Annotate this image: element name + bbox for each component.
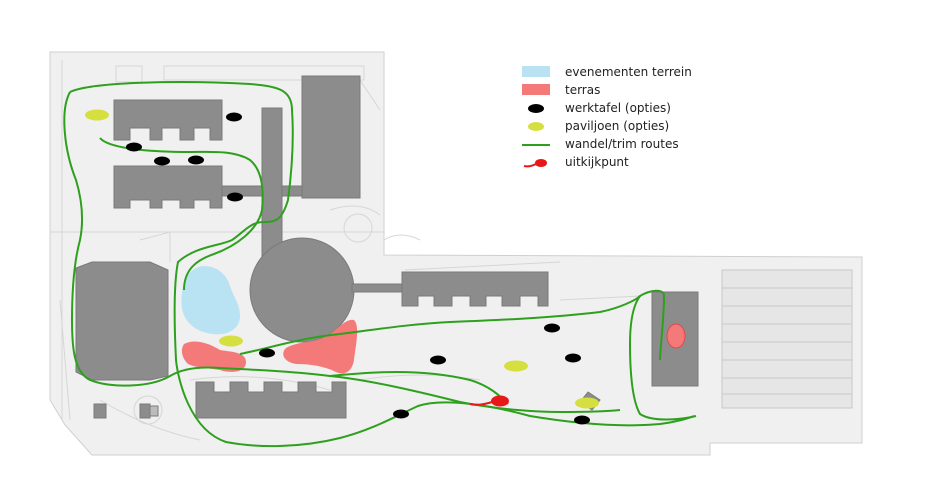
- buildings: [75, 75, 699, 419]
- work-table: [126, 142, 142, 152]
- work-table: [544, 323, 560, 333]
- pavilion: [575, 397, 599, 409]
- route-inner: [99, 137, 264, 291]
- pavilion: [504, 360, 528, 372]
- legend-item-viewpoint: uitkijkpunt: [518, 154, 758, 172]
- legend-item-pavilion: paviljoen (opties): [518, 118, 758, 136]
- legend-swatch-pavilion: [528, 122, 544, 131]
- legend-item-event-area: evenementen terrein: [518, 64, 758, 82]
- building-rotunda: [249, 237, 355, 343]
- legend-label: paviljoen (opties): [565, 119, 670, 133]
- route-south-link: [329, 371, 509, 405]
- building-north-large: [301, 75, 361, 199]
- site-paths: [50, 60, 641, 441]
- building-small-3: [149, 405, 159, 417]
- work-table: [393, 409, 409, 419]
- legend-swatch-viewpoint: [523, 159, 547, 168]
- building-small-1: [93, 403, 107, 419]
- work-table: [226, 112, 242, 122]
- legend-swatch-work-table: [528, 104, 544, 113]
- pavilion: [219, 335, 243, 347]
- route-loop-west-outer: [63, 91, 621, 414]
- legend-label: wandel/trim routes: [565, 137, 679, 151]
- terrace-west: [181, 341, 246, 372]
- work-table: [188, 155, 204, 165]
- legend-label: uitkijkpunt: [565, 155, 629, 169]
- parking-area: [721, 269, 853, 409]
- pavilion: [85, 109, 109, 121]
- legend-label: evenementen terrein: [565, 65, 692, 79]
- route-central-east: [239, 289, 666, 361]
- legend-swatch-route: [522, 144, 550, 146]
- legend-label: werktafel (opties): [565, 101, 671, 115]
- building-small-2: [139, 403, 151, 419]
- legend-swatch-terrace: [522, 84, 550, 95]
- legend-item-route: wandel/trim routes: [518, 136, 758, 154]
- work-table: [430, 355, 446, 365]
- route-loop-west: [69, 81, 695, 448]
- work-table: [259, 348, 275, 358]
- building-rotunda-link: [351, 283, 405, 293]
- building-north-west: [113, 99, 223, 141]
- pavilions: [85, 109, 599, 409]
- work-table: [227, 192, 243, 202]
- work-table: [154, 156, 170, 166]
- viewpoint: [469, 395, 509, 407]
- work-table: [574, 415, 590, 425]
- legend-item-terrace: terras: [518, 82, 758, 100]
- legend-item-work-table: werktafel (opties): [518, 100, 758, 118]
- map-legend: evenementen terrein terras werktafel (op…: [518, 64, 758, 172]
- walking-routes: [63, 81, 697, 448]
- building-south: [195, 381, 347, 419]
- legend-swatch-event-area: [522, 66, 550, 77]
- event-area: [181, 266, 240, 335]
- legend-label: terras: [565, 83, 601, 97]
- building-east: [401, 271, 549, 307]
- building-north-west-2: [113, 165, 223, 209]
- terrace-tower: [666, 323, 686, 349]
- route-east-loop: [628, 295, 697, 421]
- work-tables: [126, 112, 590, 425]
- work-table: [565, 353, 581, 363]
- building-west: [75, 261, 169, 381]
